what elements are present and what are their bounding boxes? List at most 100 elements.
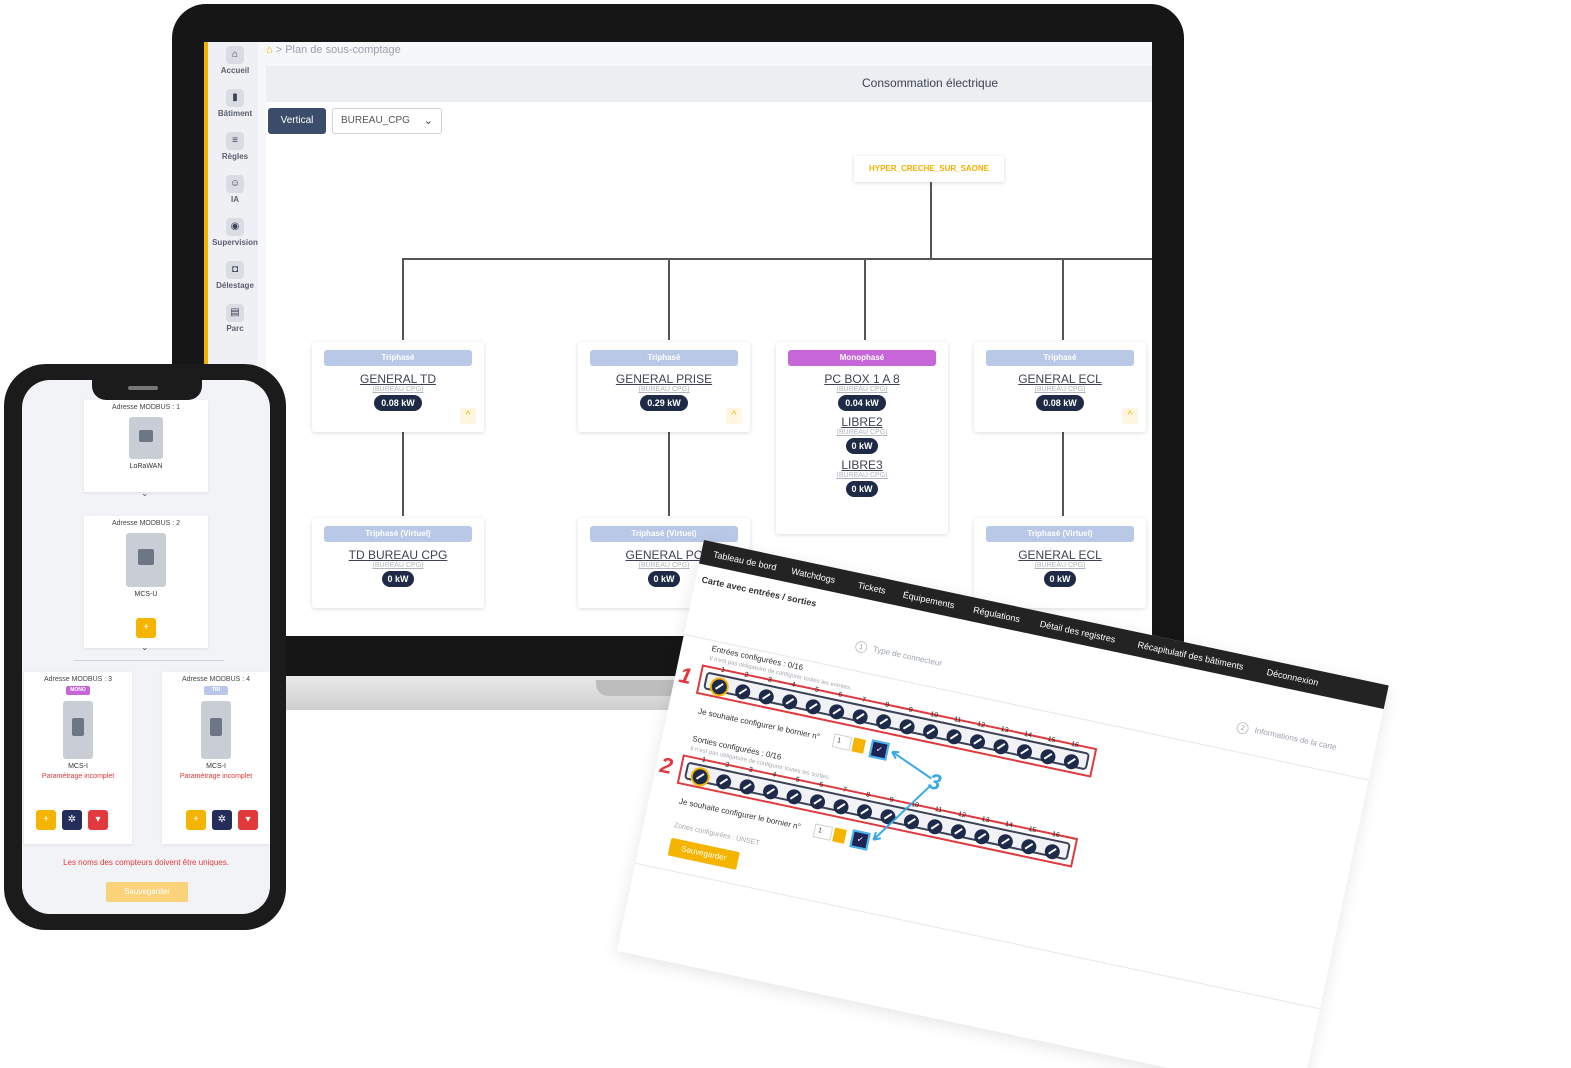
nav-regulations[interactable]: Régulations [972,604,1021,625]
terminal-number-input[interactable]: 1 [831,733,853,751]
nav-deconnexion[interactable]: Déconnexion [1265,667,1320,688]
terminal-screw-icon[interactable] [968,732,987,751]
nav-recap-batiments[interactable]: Récapitulatif des bâtiments [1136,639,1245,672]
terminal-screw-icon[interactable] [733,682,752,701]
building-select[interactable]: BUREAU_CPG ⌄ [332,108,442,134]
meter-name[interactable]: GENERAL ECL [1018,372,1102,386]
save-button[interactable]: Sauvegarder [667,837,740,870]
save-button[interactable]: Sauvegarder [106,882,188,902]
step-label: Informations de la carte [1253,725,1338,752]
terminal-screw-icon[interactable] [827,702,846,721]
delete-button[interactable]: ▾ [88,810,108,830]
sidebar-item-batiment[interactable]: ▮ Bâtiment [212,89,258,118]
add-button[interactable]: + [136,618,156,638]
terminal-screw-icon[interactable] [738,777,757,796]
terminal-number: 5 [814,686,820,695]
meter-device-icon [126,533,166,587]
add-button[interactable]: + [36,810,56,830]
number-stepper[interactable] [851,737,866,754]
meter-device-icon [63,701,93,759]
modbus-module[interactable]: Adresse MODBUS : 3 MONO MCS-I Paramétrag… [24,672,132,844]
modbus-module[interactable]: Adresse MODBUS : 4 TRI MCS-I Paramétrage… [162,672,270,844]
meter-name[interactable]: LIBRE2 [841,415,883,429]
phase-badge: Triphasé [986,350,1134,366]
terminal-screw-icon[interactable] [921,722,940,741]
connector-4-down [1062,432,1064,516]
connector-1-down [402,432,404,516]
vertical-button[interactable]: Vertical [268,108,326,134]
nav-watchdogs[interactable]: Watchdogs [790,565,837,586]
meter-card[interactable]: Triphasé (Virtuel) TD BUREAU CPG (BUREAU… [312,518,484,608]
chevron-up-icon[interactable]: ^ [1122,408,1138,424]
terminal-screw-icon[interactable] [1019,837,1038,856]
terminal-screw-icon[interactable] [1039,747,1057,766]
meter-card[interactable]: Triphasé GENERAL TD (BUREAU CPG) 0.08 kW… [312,342,484,432]
terminal-screw-icon[interactable] [785,787,803,806]
meter-name[interactable]: GENERAL PRISE [615,372,713,386]
meter-card[interactable]: Triphasé (Virtuel) GENERAL ECL (BUREAU C… [974,518,1146,608]
settings-button[interactable]: ✲ [62,810,82,830]
building-icon: ▮ [226,89,244,107]
terminal-number: 1 [701,756,707,765]
device-label: MCS-I [68,763,88,770]
terminal-screw-icon[interactable] [996,832,1015,851]
terminal-screw-icon[interactable] [898,717,916,736]
terminal-screw-icon[interactable] [714,772,733,791]
terminal-screw-icon[interactable] [945,727,963,746]
terminal-number-input[interactable]: 1 [812,823,834,841]
home-icon[interactable]: ⌂ [266,44,273,56]
terminal-screw-icon[interactable] [808,792,827,811]
meter-name[interactable]: PC BOX 1 A 8 [824,372,900,386]
delete-button[interactable]: ▾ [238,810,258,830]
terminal-number: 2 [724,761,730,770]
sidebar-item-delestage[interactable]: ◘ Délestage [212,261,258,290]
sidebar-item-regles[interactable]: ≡ Règles [212,132,258,161]
terminal-screw-icon[interactable] [832,797,850,816]
sidebar-item-parc[interactable]: ▤ Parc [212,304,258,333]
terminal-screw-icon[interactable] [780,692,799,711]
terminal-screw-icon[interactable] [1015,742,1034,761]
nav-tableau-de-bord[interactable]: Tableau de bord [712,549,778,573]
terminal-screw-icon[interactable] [972,827,991,846]
chevron-up-icon[interactable]: ^ [460,408,476,424]
nav-tickets[interactable]: Tickets [856,580,887,596]
terminal-number: 13 [999,725,1010,735]
terminal-screw-icon[interactable] [949,822,968,841]
terminal-screw-icon[interactable] [874,712,893,731]
nav-equipements[interactable]: Équipements [901,589,956,611]
meter-location: (BUREAU CPG) [638,386,690,393]
meter-card[interactable]: Triphasé GENERAL ECL (BUREAU CPG) 0.08 k… [974,342,1146,432]
settings-button[interactable]: ✲ [212,810,232,830]
meter-location: (BUREAU CPG) [372,386,424,393]
modbus-module[interactable]: Adresse MODBUS : 1 LoRaWAN [84,400,208,492]
add-button[interactable]: + [186,810,206,830]
speaker-icon [128,386,158,390]
sidebar-item-accueil[interactable]: ⌂ Accueil [212,46,258,75]
terminal-screw-icon[interactable] [851,707,870,726]
meter-name[interactable]: LIBRE3 [841,458,883,472]
terminal-screw-icon[interactable] [691,767,710,786]
number-stepper[interactable] [832,827,847,844]
phone-notch [92,380,202,400]
meter-card[interactable]: Monophasé PC BOX 1 A 8 (BUREAU CPG) 0.04… [776,342,948,534]
terminal-screw-icon[interactable] [757,687,776,706]
terminal-screw-icon[interactable] [710,677,729,696]
terminal-screw-icon[interactable] [1062,752,1081,771]
meter-card[interactable]: Triphasé GENERAL PRISE (BUREAU CPG) 0.29… [578,342,750,432]
meter-name[interactable]: GENERAL PC [625,548,703,562]
terminal-screw-icon[interactable] [992,737,1010,756]
modbus-module[interactable]: Adresse MODBUS : 2 MCS-U + [84,516,208,648]
meter-name[interactable]: GENERAL ECL [1018,548,1102,562]
meter-name[interactable]: GENERAL TD [359,372,437,386]
meter-name[interactable]: TD BUREAU CPG [348,548,448,562]
step-label: Type de connecteur [872,644,943,669]
power-value: 0.08 kW [374,395,422,411]
terminal-screw-icon[interactable] [761,782,780,801]
phase-badge: Triphasé (Virtuel) [590,526,738,542]
sidebar-item-supervision[interactable]: ◉ Supervision [212,218,258,247]
root-node[interactable]: HYPER_CRECHE_SUR_SAONE [854,156,1004,182]
terminal-screw-icon[interactable] [1043,842,1062,861]
sidebar-item-ia[interactable]: ☺ IA [212,175,258,204]
terminal-screw-icon[interactable] [804,697,823,716]
chevron-up-icon[interactable]: ^ [726,408,742,424]
